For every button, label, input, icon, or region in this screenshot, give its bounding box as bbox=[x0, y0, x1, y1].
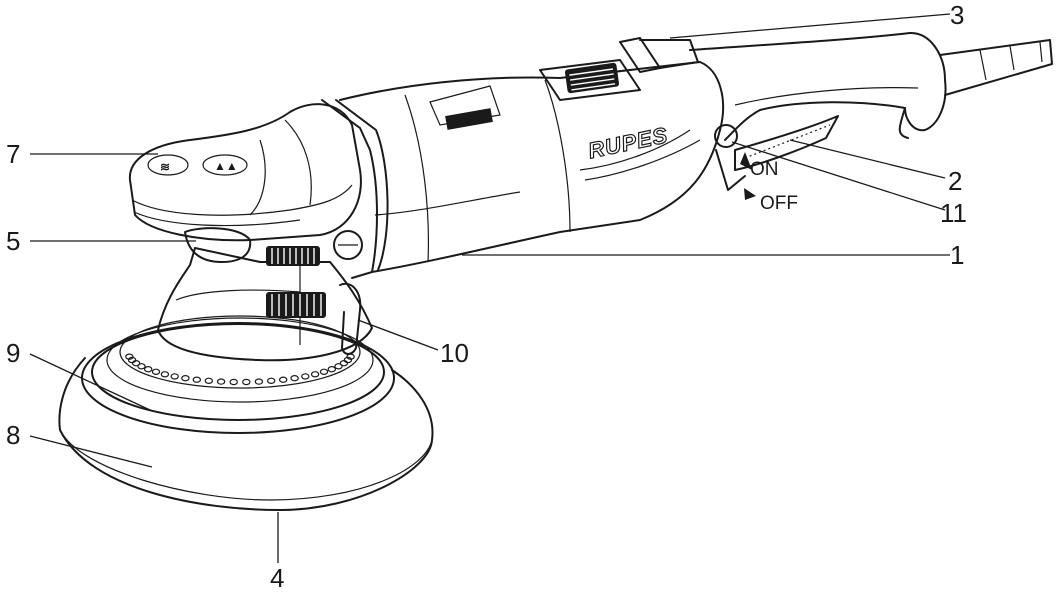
leader-lines bbox=[29, 13, 951, 563]
speed-dial-right bbox=[202, 154, 248, 176]
callout-numbers: 7 5 9 8 4 10 1 3 2 11 bbox=[6, 0, 967, 593]
vent-hole bbox=[160, 371, 170, 378]
vent-hole bbox=[137, 363, 146, 370]
lower-grip-lip bbox=[184, 227, 252, 263]
leader-9 bbox=[29, 353, 151, 411]
callout-5: 5 bbox=[6, 226, 20, 256]
vent-hole bbox=[254, 378, 264, 385]
vent-hole bbox=[131, 360, 141, 367]
vent-hole bbox=[319, 368, 329, 375]
upper-grip-texture bbox=[266, 246, 320, 266]
callout-9: 9 bbox=[6, 338, 20, 368]
speed-dial-left bbox=[147, 154, 189, 176]
collar-ring bbox=[321, 99, 389, 279]
leader-11 bbox=[731, 141, 946, 211]
vent-hole bbox=[310, 371, 320, 378]
vent-hole bbox=[170, 373, 179, 380]
vent-hole bbox=[192, 376, 201, 383]
callout-4: 4 bbox=[270, 563, 284, 593]
leader-2 bbox=[789, 139, 946, 179]
callout-11: 11 bbox=[940, 198, 967, 228]
on-arrow-icon bbox=[740, 152, 752, 170]
backing-plate bbox=[81, 315, 395, 434]
svg-text:≋: ≋ bbox=[160, 160, 170, 174]
vent-hole bbox=[301, 373, 310, 380]
vent-hole bbox=[181, 375, 190, 382]
front-grip-cap: ≋ ▲▲ bbox=[128, 103, 363, 263]
lock-on-button bbox=[714, 124, 738, 148]
vent-hole bbox=[343, 356, 353, 364]
vent-hole bbox=[327, 366, 336, 373]
callout-10: 10 bbox=[440, 338, 469, 368]
vent-hole bbox=[290, 375, 299, 382]
motor-body: RUPES bbox=[339, 37, 724, 273]
leader-3 bbox=[669, 13, 951, 39]
top-grip-texture bbox=[564, 62, 620, 94]
vent-hole bbox=[242, 378, 251, 386]
lower-grip-texture bbox=[266, 292, 326, 318]
callout-1: 1 bbox=[950, 240, 964, 270]
vent-hole bbox=[334, 363, 343, 370]
cable-strain-relief bbox=[939, 39, 1053, 96]
switch-on-label: ON bbox=[750, 159, 779, 180]
vent-hole bbox=[279, 376, 288, 383]
leader-8 bbox=[29, 435, 153, 468]
callout-7: 7 bbox=[6, 139, 20, 169]
vent-hole bbox=[229, 378, 238, 386]
pad-guard-bracket bbox=[339, 282, 362, 355]
rear-handle: ON OFF bbox=[689, 31, 1053, 214]
vent-hole bbox=[267, 377, 276, 384]
callout-3: 3 bbox=[950, 0, 964, 30]
leader-10 bbox=[357, 319, 439, 351]
vent-hole bbox=[143, 366, 153, 373]
vent-hole bbox=[204, 377, 213, 384]
gear-head bbox=[157, 246, 373, 362]
vent-hole bbox=[216, 378, 226, 385]
brand-logo: RUPES bbox=[586, 122, 670, 163]
side-knob bbox=[333, 230, 363, 260]
plate-vent-holes bbox=[125, 353, 355, 386]
trigger-switch bbox=[734, 115, 839, 171]
switch-off-label: OFF bbox=[760, 193, 798, 214]
callout-2: 2 bbox=[948, 166, 962, 196]
vent-hole bbox=[151, 368, 161, 375]
vent-hole bbox=[125, 353, 134, 360]
svg-text:▲▲: ▲▲ bbox=[214, 159, 238, 173]
callout-8: 8 bbox=[6, 420, 20, 450]
vent-hole bbox=[339, 360, 349, 367]
foam-pad bbox=[58, 357, 434, 511]
air-vent bbox=[429, 85, 501, 126]
off-arrow-icon bbox=[744, 188, 756, 200]
